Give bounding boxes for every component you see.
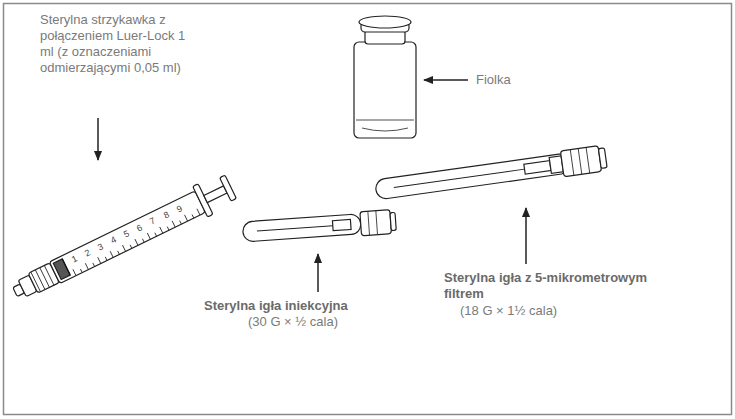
frame bbox=[4, 4, 732, 415]
filter-needle bbox=[374, 145, 607, 203]
syringe bbox=[8, 172, 239, 308]
part-label: Fiolka bbox=[476, 72, 556, 88]
part-caption: Sterylna strzykawka z połączeniem Luer-L… bbox=[40, 12, 190, 76]
leader-arrows bbox=[98, 80, 526, 292]
part-caption: Sterylna igła iniekcyjna bbox=[204, 298, 464, 314]
part-caption: (30 G × ½ cala) bbox=[248, 314, 448, 330]
part-caption: Sterylna igła z 5-mikrometrowym filtrem bbox=[444, 270, 684, 302]
part-caption: (18 G × 1½ cala) bbox=[460, 303, 660, 319]
vial bbox=[354, 16, 416, 138]
injection-needle bbox=[242, 209, 396, 244]
